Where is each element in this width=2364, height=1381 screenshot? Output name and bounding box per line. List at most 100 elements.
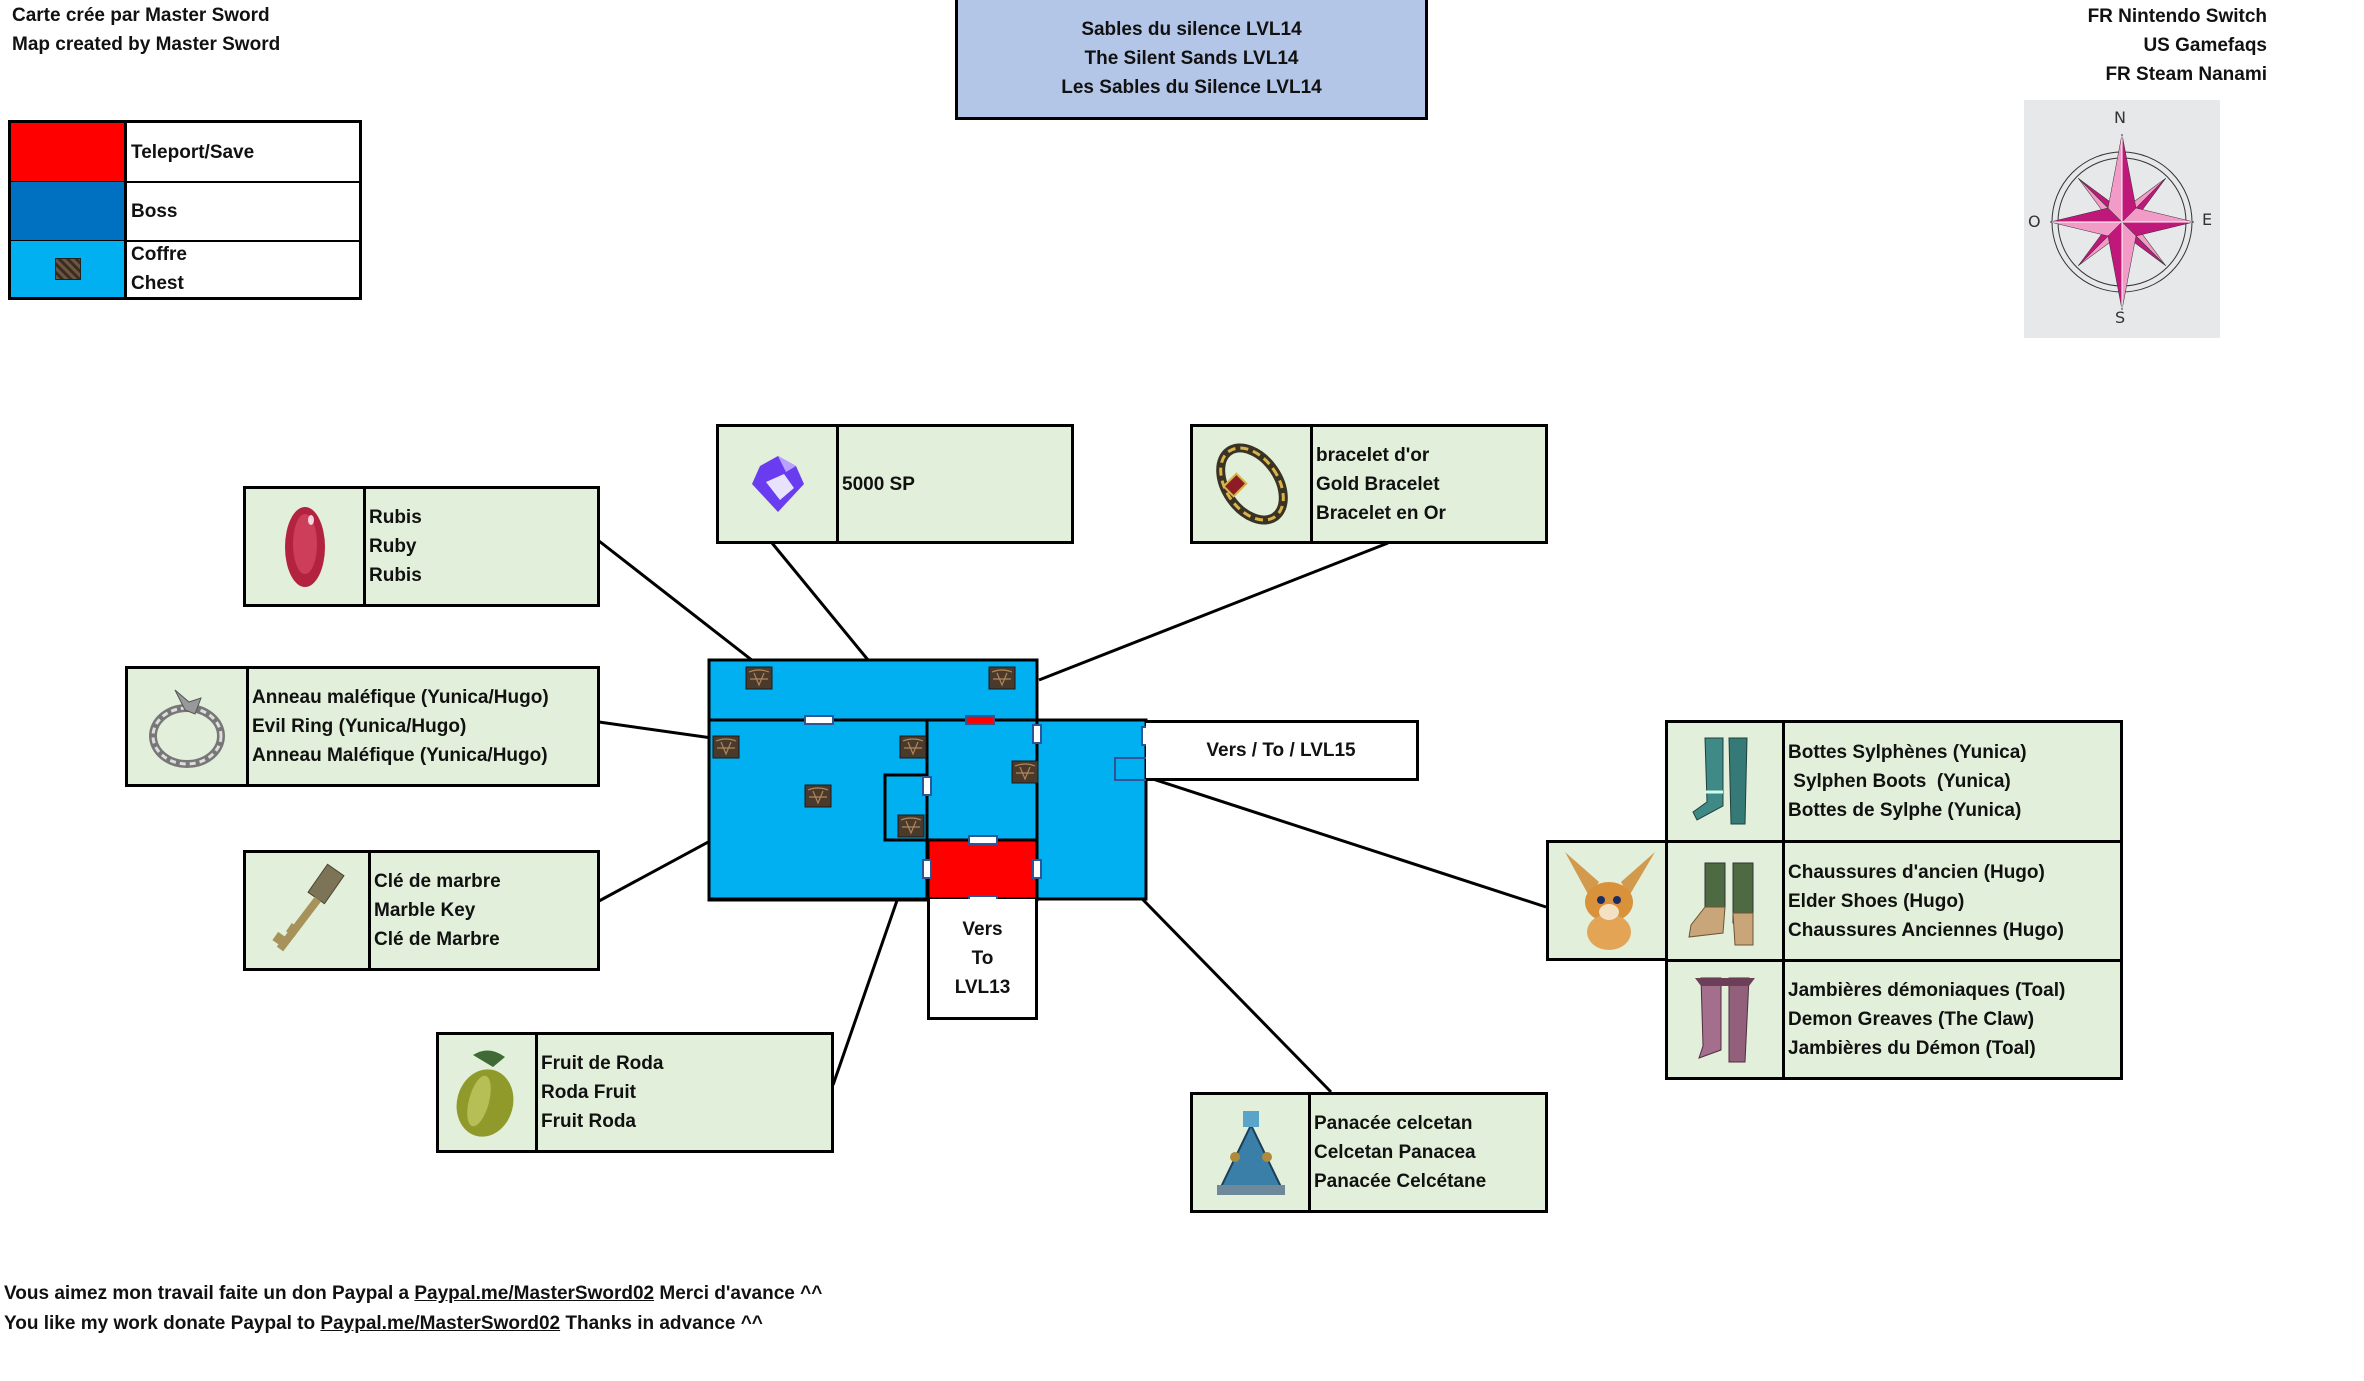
item-ruby-fr: Rubis: [369, 507, 422, 528]
chest-ornament: [715, 738, 737, 756]
title-fr-steam: Les Sables du Silence LVL14: [1061, 77, 1322, 98]
greaves-icon: [1668, 962, 1785, 1077]
item-ruby-en: Ruby: [369, 536, 417, 557]
donate-en-thanks: Thanks in advance ^^: [560, 1313, 763, 1334]
paypal-link-en[interactable]: Paypal.me/MasterSword02: [320, 1313, 561, 1334]
compass-south: S: [2115, 308, 2126, 327]
donate-en: You like my work donate Paypal to Paypal…: [4, 1309, 763, 1338]
door: [922, 776, 932, 796]
legend-row-chest: Coffre Chest: [11, 241, 359, 297]
chest-ornament: [807, 787, 829, 805]
exit-lvl15-label: Vers / To / LVL15: [1206, 740, 1356, 761]
chest-ornament: [902, 738, 924, 756]
bracelet-icon: [1193, 427, 1313, 541]
ring-icon: [128, 669, 249, 784]
platform-steam: FR Steam Nanami: [2105, 64, 2267, 85]
shoes-icon: [1668, 843, 1785, 959]
platform-switch: FR Nintendo Switch: [2087, 6, 2267, 27]
item-box-elder-shoes: Chaussures d'ancien (Hugo) Elder Shoes (…: [1665, 840, 2123, 962]
item-bracelet-fr-steam: Bracelet en Or: [1316, 502, 1446, 524]
platform-gamefaqs: US Gamefaqs: [2143, 35, 2267, 56]
item-box-bracelet: bracelet d'or Gold Bracelet Bracelet en …: [1190, 424, 1548, 544]
item-box-sp: 5000 SP: [716, 424, 1074, 544]
chest-icon: [745, 666, 773, 690]
item-bracelet-fr: bracelet d'or: [1316, 444, 1430, 466]
door: [804, 715, 834, 725]
item-marble-key-fr: Clé de marbre: [374, 871, 501, 892]
boss-box: [1546, 840, 1668, 961]
fruit-icon: [439, 1035, 538, 1150]
donate-fr-thanks: Merci d'avance ^^: [654, 1283, 823, 1304]
legend-label-teleport: Teleport/Save: [131, 141, 255, 163]
legend-swatch-boss: [11, 182, 127, 240]
crystal-icon: [719, 427, 839, 541]
credit-en: Map created by Master Sword: [12, 34, 281, 55]
item-box-marble-key: Clé de marbre Marble Key Clé de Marbre: [243, 850, 600, 971]
item-evil-ring-fr: Anneau maléfique (Yunica/Hugo): [252, 687, 549, 708]
item-panacea-fr: Panacée celcetan: [1314, 1113, 1473, 1134]
item-roda-fruit-fr-steam: Fruit Roda: [541, 1111, 636, 1132]
key-icon: [246, 853, 371, 968]
item-elder-shoes-fr-steam: Chaussures Anciennes (Hugo): [1788, 919, 2064, 941]
item-box-demon-greaves: Jambières démoniaques (Toal) Demon Greav…: [1665, 959, 2123, 1080]
item-marble-key-fr-steam: Clé de Marbre: [374, 929, 500, 950]
item-sylphen-boots-fr-steam: Bottes de Sylphe (Yunica): [1788, 800, 2022, 821]
legend-label-boss: Boss: [131, 200, 178, 222]
item-marble-key-en: Marble Key: [374, 900, 476, 921]
donate-fr-text: Vous aimez mon travail faite un don Payp…: [4, 1283, 415, 1304]
compass-icon: [2049, 133, 2195, 311]
item-evil-ring-fr-steam: Anneau Maléfique (Yunica/Hugo): [252, 745, 548, 766]
item-panacea-en: Celcetan Panacea: [1314, 1142, 1476, 1163]
item-demon-greaves-fr-steam: Jambières du Démon (Toal): [1788, 1038, 2036, 1059]
door-teleport: [965, 715, 995, 725]
connector-bracelet: [1038, 541, 1389, 682]
item-sylphen-boots-fr: Bottes Sylphènes (Yunica): [1788, 742, 2027, 763]
compass-west: O: [2028, 212, 2041, 231]
item-roda-fruit-fr: Fruit de Roda: [541, 1053, 664, 1074]
item-demon-greaves-en: Demon Greaves (The Claw): [1788, 1009, 2035, 1030]
paypal-link-fr[interactable]: Paypal.me/MasterSword02: [414, 1283, 655, 1304]
item-roda-fruit-en: Roda Fruit: [541, 1082, 636, 1103]
chest-icon: [988, 666, 1016, 690]
item-sp-label: 5000 SP: [842, 473, 915, 495]
boots-icon: [1668, 723, 1785, 840]
exit-lvl13-line2: To: [971, 947, 994, 969]
ruby-gem-icon: [246, 489, 366, 604]
item-elder-shoes-fr: Chaussures d'ancien (Hugo): [1788, 861, 2045, 883]
legend-label-chest: Coffre Chest: [127, 241, 187, 297]
title-en: The Silent Sands LVL14: [1084, 48, 1299, 69]
chest-ornament: [1014, 763, 1036, 781]
exit-to-lvl15[interactable]: Vers / To / LVL15: [1146, 720, 1419, 781]
legend-label-chest-en: Chest: [131, 273, 184, 294]
chest-ornament: [991, 669, 1013, 687]
item-elder-shoes-en: Elder Shoes (Hugo): [1788, 890, 1965, 912]
item-panacea-fr-steam: Panacée Celcétane: [1314, 1171, 1487, 1192]
boss-drops-table: Bottes Sylphènes (Yunica) Sylphen Boots …: [1665, 720, 2123, 1080]
exit-lvl13-line3: LVL13: [954, 976, 1011, 998]
potion-icon: [1193, 1095, 1311, 1210]
item-box-sylphen-boots: Bottes Sylphènes (Yunica) Sylphen Boots …: [1665, 720, 2123, 843]
chest-icon: [712, 735, 740, 759]
chest-icon: [899, 735, 927, 759]
legend-row-teleport: Teleport/Save: [11, 123, 359, 183]
title-fr-switch: Sables du silence LVL14: [1081, 19, 1302, 40]
item-ruby-fr-steam: Rubis: [369, 565, 422, 586]
boss-creature-icon: [1549, 843, 1668, 958]
credit-fr: Carte crée par Master Sword: [12, 5, 270, 26]
exit-lvl13-line1: Vers: [962, 918, 1003, 940]
legend: Teleport/Save Boss Coffre Chest: [8, 120, 362, 300]
item-bracelet-en: Gold Bracelet: [1316, 473, 1440, 495]
item-evil-ring-en: Evil Ring (Yunica/Hugo): [252, 716, 467, 737]
door: [1032, 859, 1042, 879]
compass-east: E: [2202, 210, 2213, 229]
item-sylphen-boots-en: Sylphen Boots (Yunica): [1788, 771, 2011, 792]
exit-to-lvl13[interactable]: Vers To LVL13: [927, 899, 1038, 1020]
donate-en-text: You like my work donate Paypal to: [4, 1313, 321, 1334]
chest-ornament: [900, 817, 922, 835]
chest-ornament: [748, 669, 770, 687]
compass-rose: N S E O: [2024, 100, 2220, 338]
item-box-roda-fruit: Fruit de Roda Roda Fruit Fruit Roda: [436, 1032, 834, 1153]
platform-list: FR Nintendo Switch US Gamefaqs FR Steam …: [2088, 2, 2267, 89]
item-box-panacea: Panacée celcetan Celcetan Panacea Panacé…: [1190, 1092, 1548, 1213]
legend-swatch-chest: [11, 241, 127, 297]
